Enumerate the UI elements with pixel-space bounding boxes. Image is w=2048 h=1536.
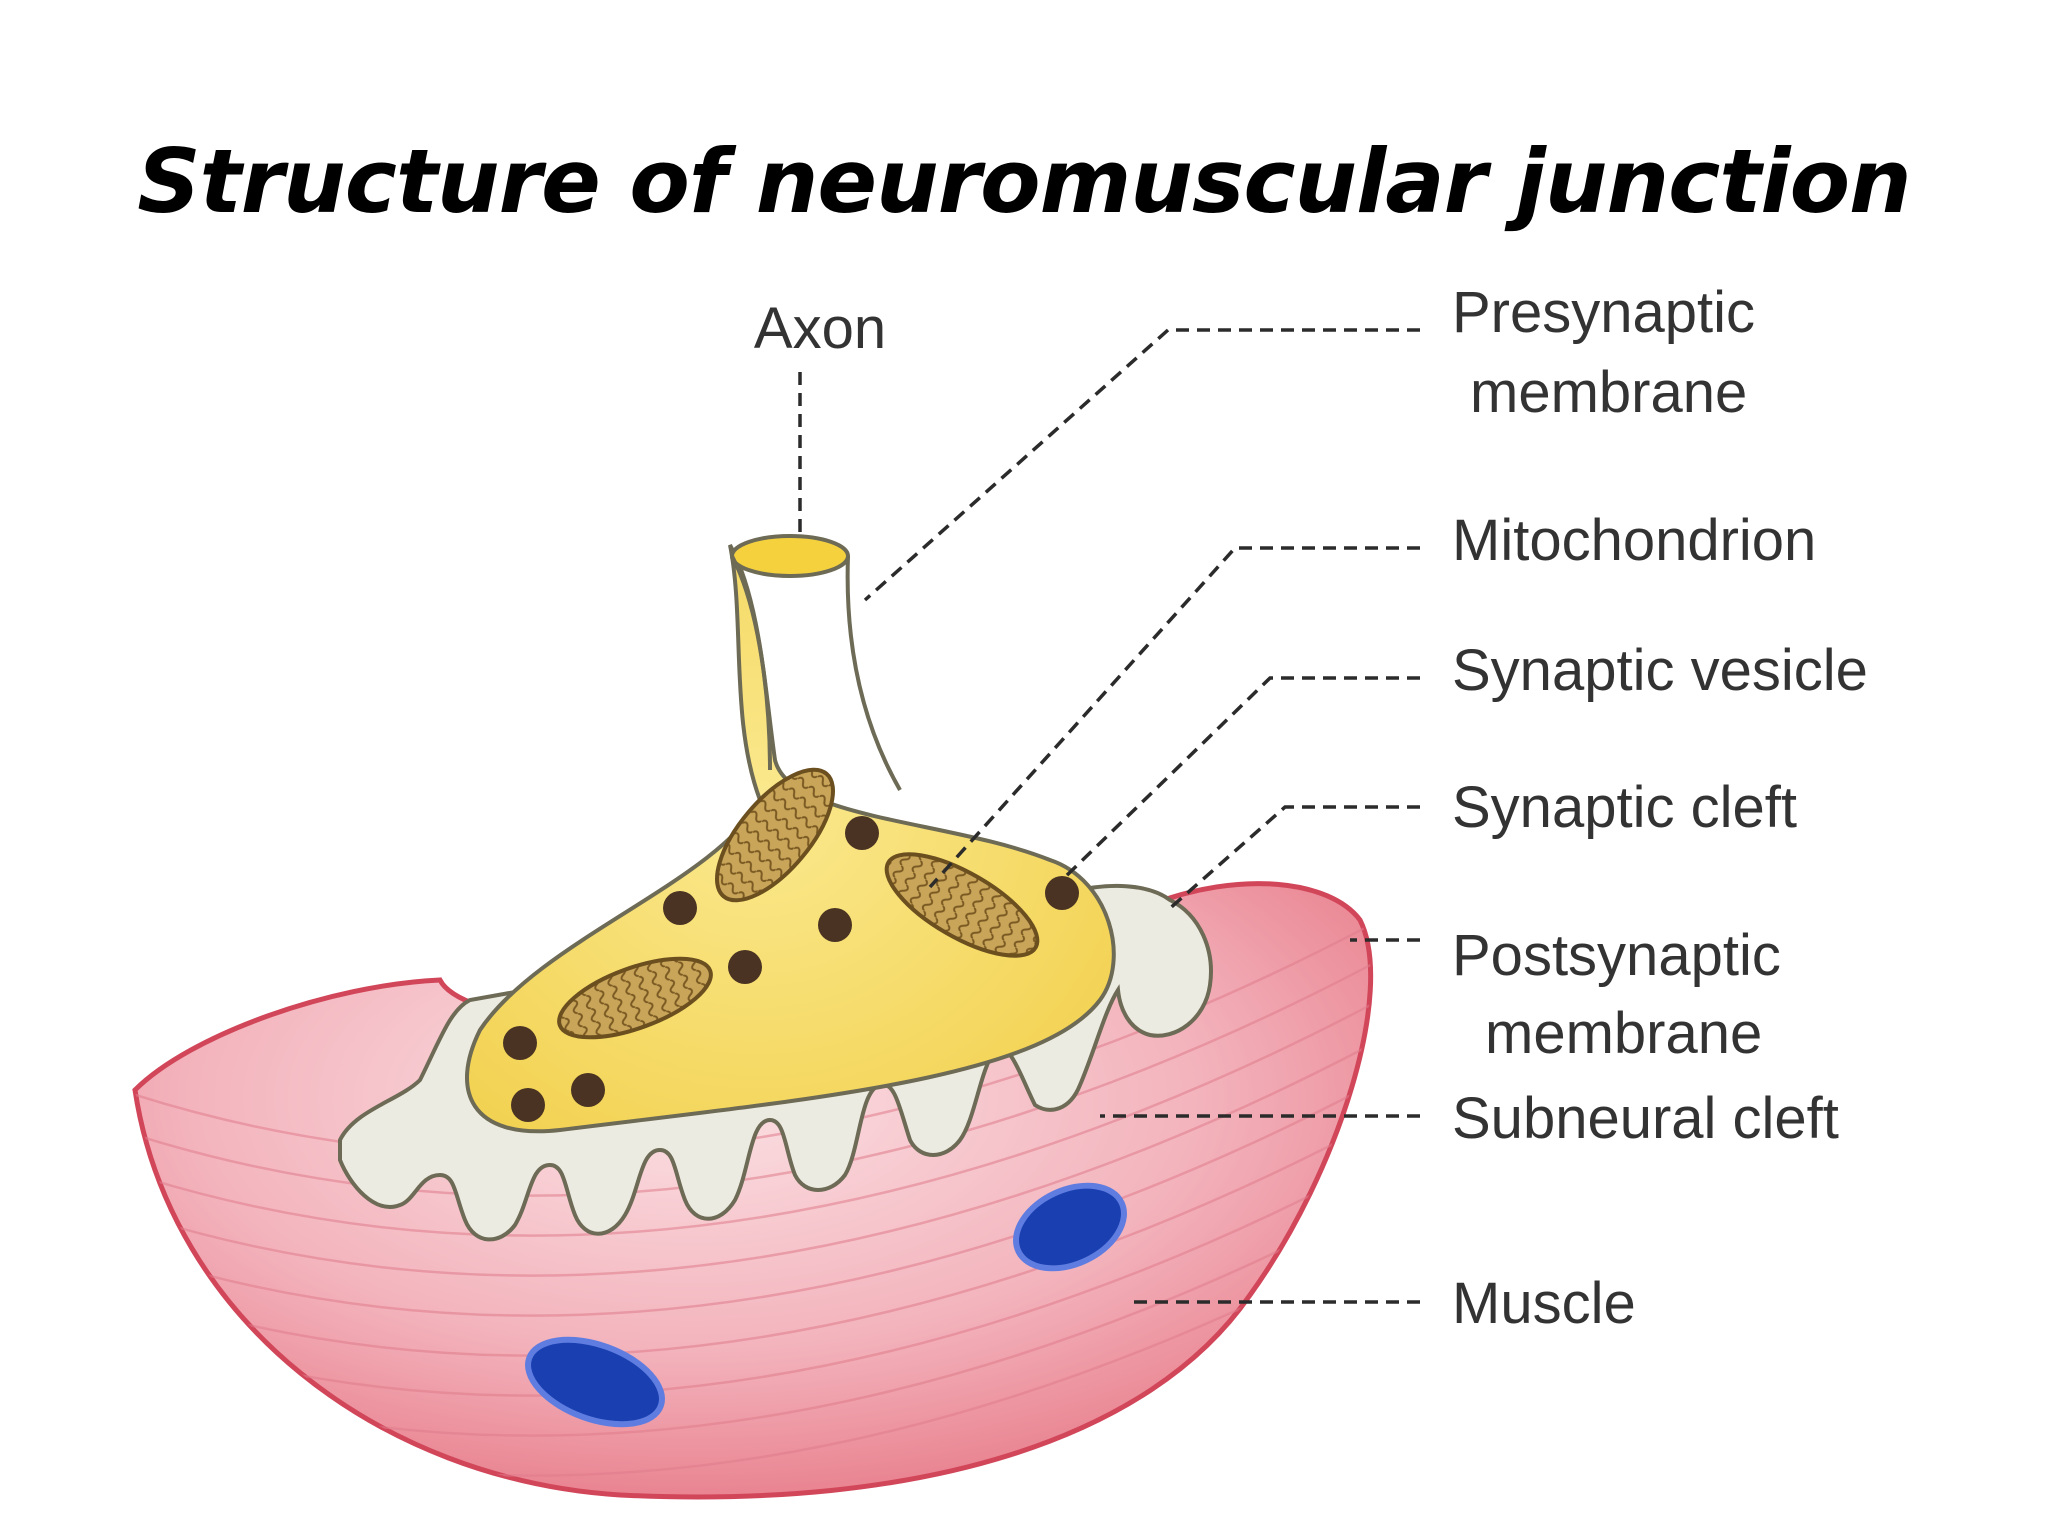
label-synaptic-vesicle: Synaptic vesicle xyxy=(1452,638,1868,703)
synaptic-vesicle xyxy=(663,891,697,925)
synaptic-vesicle xyxy=(728,950,762,984)
label-presynaptic-line1: Presynaptic xyxy=(1452,280,1755,345)
muscle-nucleus xyxy=(525,1336,665,1428)
muscle-nucleus xyxy=(1013,1182,1127,1272)
muscle-nuclei xyxy=(525,1182,1127,1428)
mitochondrion xyxy=(715,767,835,903)
slide-title: Structure of neuromuscular junction xyxy=(137,130,1911,233)
label-subneural-cleft: Subneural cleft xyxy=(1452,1086,1839,1151)
synaptic-vesicle xyxy=(511,1088,545,1122)
mitochondria xyxy=(557,767,1040,1040)
synaptic-vesicles xyxy=(503,816,1079,1122)
leader-presynaptic xyxy=(863,328,1420,602)
labels: Axon Presynaptic membrane Mitochondrion … xyxy=(754,280,1868,1336)
label-synaptic-cleft: Synaptic cleft xyxy=(1452,775,1797,840)
synaptic-vesicle xyxy=(818,908,852,942)
label-presynaptic-line2: membrane xyxy=(1470,360,1747,425)
mitochondrion xyxy=(557,956,713,1040)
label-muscle: Muscle xyxy=(1452,1271,1636,1336)
label-mitochondrion: Mitochondrion xyxy=(1452,508,1816,573)
label-axon: Axon xyxy=(754,296,886,361)
synaptic-vesicle xyxy=(503,1026,537,1060)
leader-mitochondrion xyxy=(928,546,1420,889)
leader-lines xyxy=(798,328,1420,1304)
leader-synaptic-cleft xyxy=(1166,805,1420,912)
synaptic-vesicle xyxy=(1045,876,1079,910)
label-postsynaptic-line1: Postsynaptic xyxy=(1452,923,1781,988)
label-postsynaptic-line2: membrane xyxy=(1485,1001,1762,1066)
mitochondrion xyxy=(884,852,1040,958)
synaptic-vesicle xyxy=(845,816,879,850)
synaptic-vesicle xyxy=(571,1073,605,1107)
leader-synaptic-vesicle xyxy=(1060,676,1420,882)
